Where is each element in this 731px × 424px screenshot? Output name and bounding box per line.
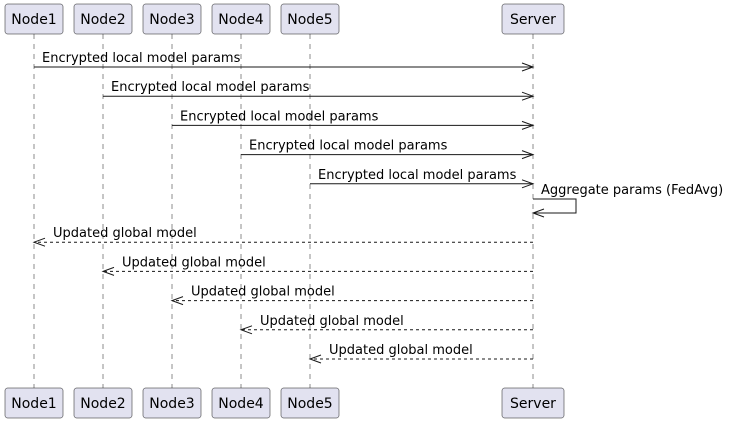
participant-top-server: Server — [501, 3, 565, 35]
participant-box — [280, 387, 340, 419]
participant-label: Node1 — [11, 12, 56, 28]
arrowhead — [521, 91, 535, 101]
message-2: Encrypted local model params — [103, 80, 535, 101]
participant-box — [142, 3, 202, 35]
message-label: Updated global model — [329, 343, 473, 358]
message-label: Encrypted local model params — [42, 51, 241, 66]
participant-label: Node5 — [287, 12, 332, 28]
participant-box — [73, 387, 133, 419]
arrowhead — [239, 325, 253, 335]
participant-bottom-node3: Node3 — [142, 387, 202, 419]
participant-bottom-node4: Node4 — [211, 387, 271, 419]
participant-label: Server — [510, 396, 556, 412]
lifelines — [33, 34, 534, 388]
message-3: Encrypted local model params — [172, 109, 535, 130]
message-10: Updated global model — [239, 314, 533, 335]
message-7: Updated global model — [32, 226, 533, 247]
participant-top-node4: Node4 — [211, 3, 271, 35]
message-5: Encrypted local model params — [310, 168, 535, 189]
message-6: Aggregate params (FedAvg) — [531, 183, 723, 218]
participant-label: Node2 — [80, 396, 125, 412]
message-9: Updated global model — [170, 285, 533, 306]
participant-label: Node2 — [80, 12, 125, 28]
message-label: Encrypted local model params — [111, 80, 310, 95]
message-label: Updated global model — [122, 255, 266, 270]
participant-box — [4, 387, 64, 419]
participant-bottom-node5: Node5 — [280, 387, 340, 419]
participant-top-node1: Node1 — [4, 3, 64, 35]
message-label: Encrypted local model params — [180, 109, 379, 124]
message-label: Updated global model — [191, 285, 335, 300]
participant-label: Node4 — [218, 12, 264, 28]
participant-top-node2: Node2 — [73, 3, 133, 35]
arrowhead — [521, 179, 535, 189]
participant-bottom-node2: Node2 — [73, 387, 133, 419]
participant-top-node5: Node5 — [280, 3, 340, 35]
message-label: Encrypted local model params — [318, 168, 517, 183]
participant-box — [4, 3, 64, 35]
participant-label: Server — [510, 12, 556, 28]
message-label: Updated global model — [260, 314, 404, 329]
participant-label: Node5 — [287, 396, 332, 412]
message-1: Encrypted local model params — [34, 51, 535, 72]
participant-box — [501, 387, 565, 419]
participant-box — [211, 387, 271, 419]
bottom-participants: Node1 Node2 Node3 Node4 Node5 Server — [4, 387, 565, 419]
arrowhead — [308, 354, 322, 364]
arrowhead — [531, 208, 545, 218]
message-11: Updated global model — [308, 343, 533, 364]
participant-bottom-server: Server — [501, 387, 565, 419]
participant-box — [142, 387, 202, 419]
arrowhead — [170, 296, 184, 306]
message-8: Updated global model — [101, 255, 533, 276]
arrowhead — [521, 62, 535, 72]
message-4: Encrypted local model params — [241, 139, 535, 160]
message-label: Aggregate params (FedAvg) — [541, 183, 723, 198]
arrowhead — [101, 266, 115, 276]
message-label: Updated global model — [53, 226, 197, 241]
participant-label: Node3 — [149, 12, 194, 28]
participant-box — [73, 3, 133, 35]
participant-box — [211, 3, 271, 35]
participant-label: Node4 — [218, 396, 264, 412]
arrowhead — [521, 150, 535, 160]
participant-label: Node1 — [11, 396, 56, 412]
participant-top-node3: Node3 — [142, 3, 202, 35]
arrowhead — [32, 237, 46, 247]
participant-label: Node3 — [149, 396, 194, 412]
message-line — [533, 198, 577, 214]
arrowhead — [521, 120, 535, 130]
participant-box — [280, 3, 340, 35]
participant-bottom-node1: Node1 — [4, 387, 64, 419]
message-label: Encrypted local model params — [249, 139, 448, 154]
top-participants: Node1 Node2 Node3 Node4 Node5 Server — [4, 3, 565, 35]
participant-box — [501, 3, 565, 35]
